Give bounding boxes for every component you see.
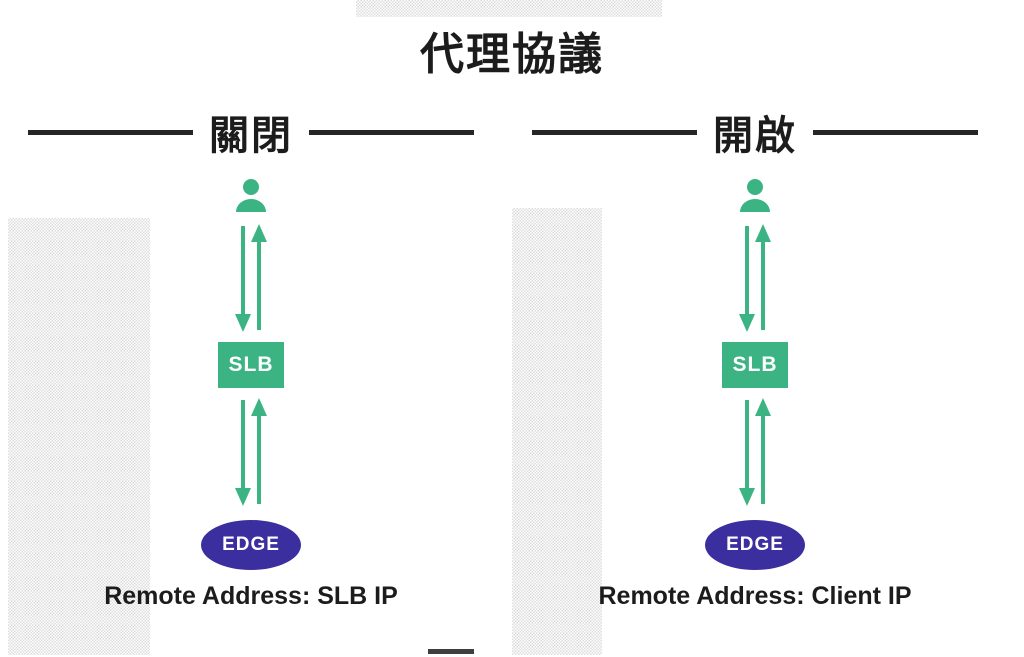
noise-strip-bottom — [428, 649, 474, 654]
edge-node: EDGE — [705, 520, 805, 570]
page-title: 代理協議 — [420, 30, 604, 79]
flow-diagram: SLB EDGE Remote Address: SLB IP — [104, 178, 398, 611]
up-arrow-icon — [251, 224, 267, 242]
divider-line — [309, 129, 474, 135]
noise-texture-top — [356, 0, 662, 17]
down-arrow-icon — [739, 314, 755, 332]
down-arrow-icon — [739, 488, 755, 506]
panel-proxy-on: 開啟 SLB EDGE Remote Address: Client IP — [532, 108, 978, 611]
up-arrow-icon — [251, 398, 267, 416]
request-response-arrows — [739, 398, 771, 506]
slb-node: SLB — [218, 342, 284, 388]
section-header: 開啟 — [532, 108, 978, 158]
divider-line — [532, 129, 697, 135]
flow-diagram: SLB EDGE Remote Address: Client IP — [598, 178, 912, 611]
up-arrow-icon — [755, 224, 771, 242]
request-response-arrows — [739, 224, 771, 332]
request-response-arrows — [235, 224, 267, 332]
section-header: 關閉 — [28, 108, 474, 158]
section-label: 關閉 — [209, 114, 293, 158]
divider-line — [28, 129, 193, 135]
down-arrow-icon — [235, 488, 251, 506]
remote-address-caption: Remote Address: Client IP — [598, 582, 912, 610]
edge-node: EDGE — [201, 520, 301, 570]
request-response-arrows — [235, 398, 267, 506]
user-icon — [236, 179, 266, 212]
slb-node: SLB — [722, 342, 788, 388]
down-arrow-icon — [235, 314, 251, 332]
remote-address-caption: Remote Address: SLB IP — [104, 582, 398, 610]
section-label: 開啟 — [713, 114, 797, 158]
panel-proxy-off: 關閉 SLB EDGE Remote Address: SLB IP — [28, 108, 474, 611]
divider-line — [813, 129, 978, 135]
user-icon — [740, 179, 770, 212]
up-arrow-icon — [755, 398, 771, 416]
